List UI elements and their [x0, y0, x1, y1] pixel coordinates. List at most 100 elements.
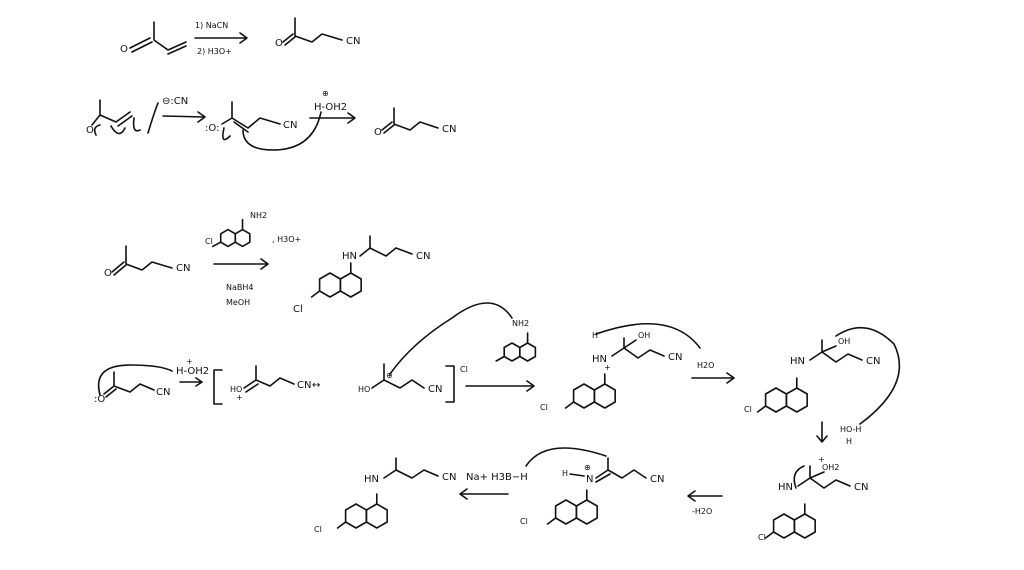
quinoline-ring	[219, 228, 237, 248]
reaction-arrow	[179, 377, 203, 387]
oxygen-label: HO	[230, 385, 242, 394]
amine-label: HN	[790, 356, 805, 367]
charge-label: +	[818, 455, 825, 464]
oxygen-label: :O	[94, 394, 105, 405]
amine-label: HN	[778, 482, 793, 493]
quinoline-ring	[318, 272, 342, 298]
reagent-label: 1) NaCN	[195, 21, 228, 30]
quinoline-ring	[365, 503, 388, 529]
oxygen-label: O	[275, 38, 283, 49]
chlorine-label: Cl	[758, 533, 766, 542]
chlorine-label: Cl	[293, 304, 303, 315]
charge-label: ⊕	[386, 371, 393, 380]
reaction-arrow	[459, 488, 509, 500]
chlorine-label: Cl	[540, 403, 548, 412]
reagent-label: H-OH2	[176, 366, 209, 377]
nitrile-label: CN	[428, 384, 442, 395]
hydrogen-label: H	[846, 437, 852, 446]
amine-label: HN	[364, 474, 379, 485]
substituent-bond	[756, 377, 798, 413]
reaction-arrow	[213, 258, 269, 270]
charge-label: ⊕	[584, 463, 591, 472]
substituent-bond	[211, 218, 244, 248]
quinoline-ring	[518, 342, 537, 362]
reagent-label: H-OH2	[314, 102, 347, 113]
chlorine-label: Cl	[744, 405, 752, 414]
water-label: H2O	[697, 361, 714, 370]
bracket-left	[213, 369, 223, 405]
chlorine-label: Cl	[460, 365, 468, 374]
quinoline-ring	[234, 228, 251, 248]
curved-arrow	[595, 323, 701, 349]
curved-arrow	[222, 111, 322, 151]
borohydride-label: Na+ H3B−H	[466, 472, 528, 483]
nitrile-label: CN	[283, 120, 297, 131]
reaction-arrow	[162, 111, 206, 123]
curved-arrow	[835, 326, 901, 425]
chlorine-label: Cl	[314, 525, 322, 534]
nitrile-label: CN	[442, 124, 456, 135]
oxygen-label: O	[104, 268, 112, 279]
nitrile-label: CN	[176, 263, 190, 274]
reagent-label: -H2O	[692, 507, 712, 516]
oxygen-label: HO	[358, 385, 370, 394]
oxygen-label: :O:	[205, 123, 219, 134]
reaction-arrow	[691, 372, 735, 384]
quinoline-ring	[575, 499, 598, 525]
curved-arrow	[525, 447, 607, 467]
reagent-label: 2) H3O+	[197, 47, 232, 56]
mechanism1: O ⊖:CN :O: CN ⊕ H-OH2 O CN	[86, 89, 456, 151]
nitrile-label: CN	[442, 472, 456, 483]
charge-label: +	[186, 357, 193, 366]
charge-label: +	[236, 393, 243, 402]
oxygen-label: O	[86, 125, 94, 136]
quinoline-ring	[793, 513, 816, 539]
nitrile-label: CN	[668, 352, 682, 363]
quinoline-ring	[572, 383, 596, 409]
reaction-arrow	[194, 32, 248, 44]
quinoline-ring	[772, 513, 796, 539]
nitrile-label: CN	[156, 387, 170, 398]
charge-label: ⊕	[322, 89, 329, 98]
quinoline-ring	[344, 503, 368, 529]
amine-label: NH2	[250, 211, 267, 220]
reagent-label: MeOH	[226, 298, 250, 307]
hydroxyl-label: OH	[838, 337, 850, 346]
water-leaving-label: OH2	[822, 463, 839, 472]
curved-arrow	[389, 302, 513, 375]
cyanide-label: ⊖:CN	[162, 96, 188, 107]
mechanism2: :O CN + H-OH2 HO + CN ↔ HO ⊕ CN NH2 Cl H…	[94, 302, 901, 542]
scheme1-reactant: O	[120, 21, 187, 55]
nitrile-label: CN	[854, 482, 868, 493]
substituent-bond	[546, 489, 588, 525]
quinoline-ring	[764, 387, 788, 413]
scheme2: O CN NH2 Cl , H3O+ NaBH4 MeOH HN CN Cl	[104, 211, 430, 315]
amine-label: HN	[342, 251, 357, 262]
nitrile-label: CN	[297, 380, 311, 391]
substituent-bond	[310, 262, 352, 298]
hydroxyl-label: OH	[638, 331, 650, 340]
reaction-arrow	[465, 380, 535, 392]
substituent-bond	[336, 493, 378, 529]
nitrile-label: CN	[416, 251, 430, 262]
quinoline-ring	[785, 387, 808, 413]
quinoline-ring	[503, 342, 521, 362]
substituent-bond	[495, 332, 529, 362]
quinoline-ring	[554, 499, 578, 525]
nitrile-label: CN	[866, 356, 880, 367]
amine-label: HN	[592, 354, 607, 365]
scheme1-product: O CN	[275, 17, 360, 49]
hydrogen-label: H	[592, 331, 598, 340]
bracket-right	[445, 365, 455, 403]
chlorine-label: Cl	[205, 237, 213, 246]
charge-label: +	[604, 363, 611, 372]
amine-label: NH2	[512, 319, 529, 328]
resonance-arrow: ↔	[312, 380, 320, 391]
reaction-arrow	[816, 421, 828, 443]
reaction-arrow	[687, 490, 723, 502]
quinoline-ring	[339, 272, 362, 298]
hydrogen-label: H	[562, 469, 568, 478]
oxygen-label: O	[374, 127, 382, 138]
